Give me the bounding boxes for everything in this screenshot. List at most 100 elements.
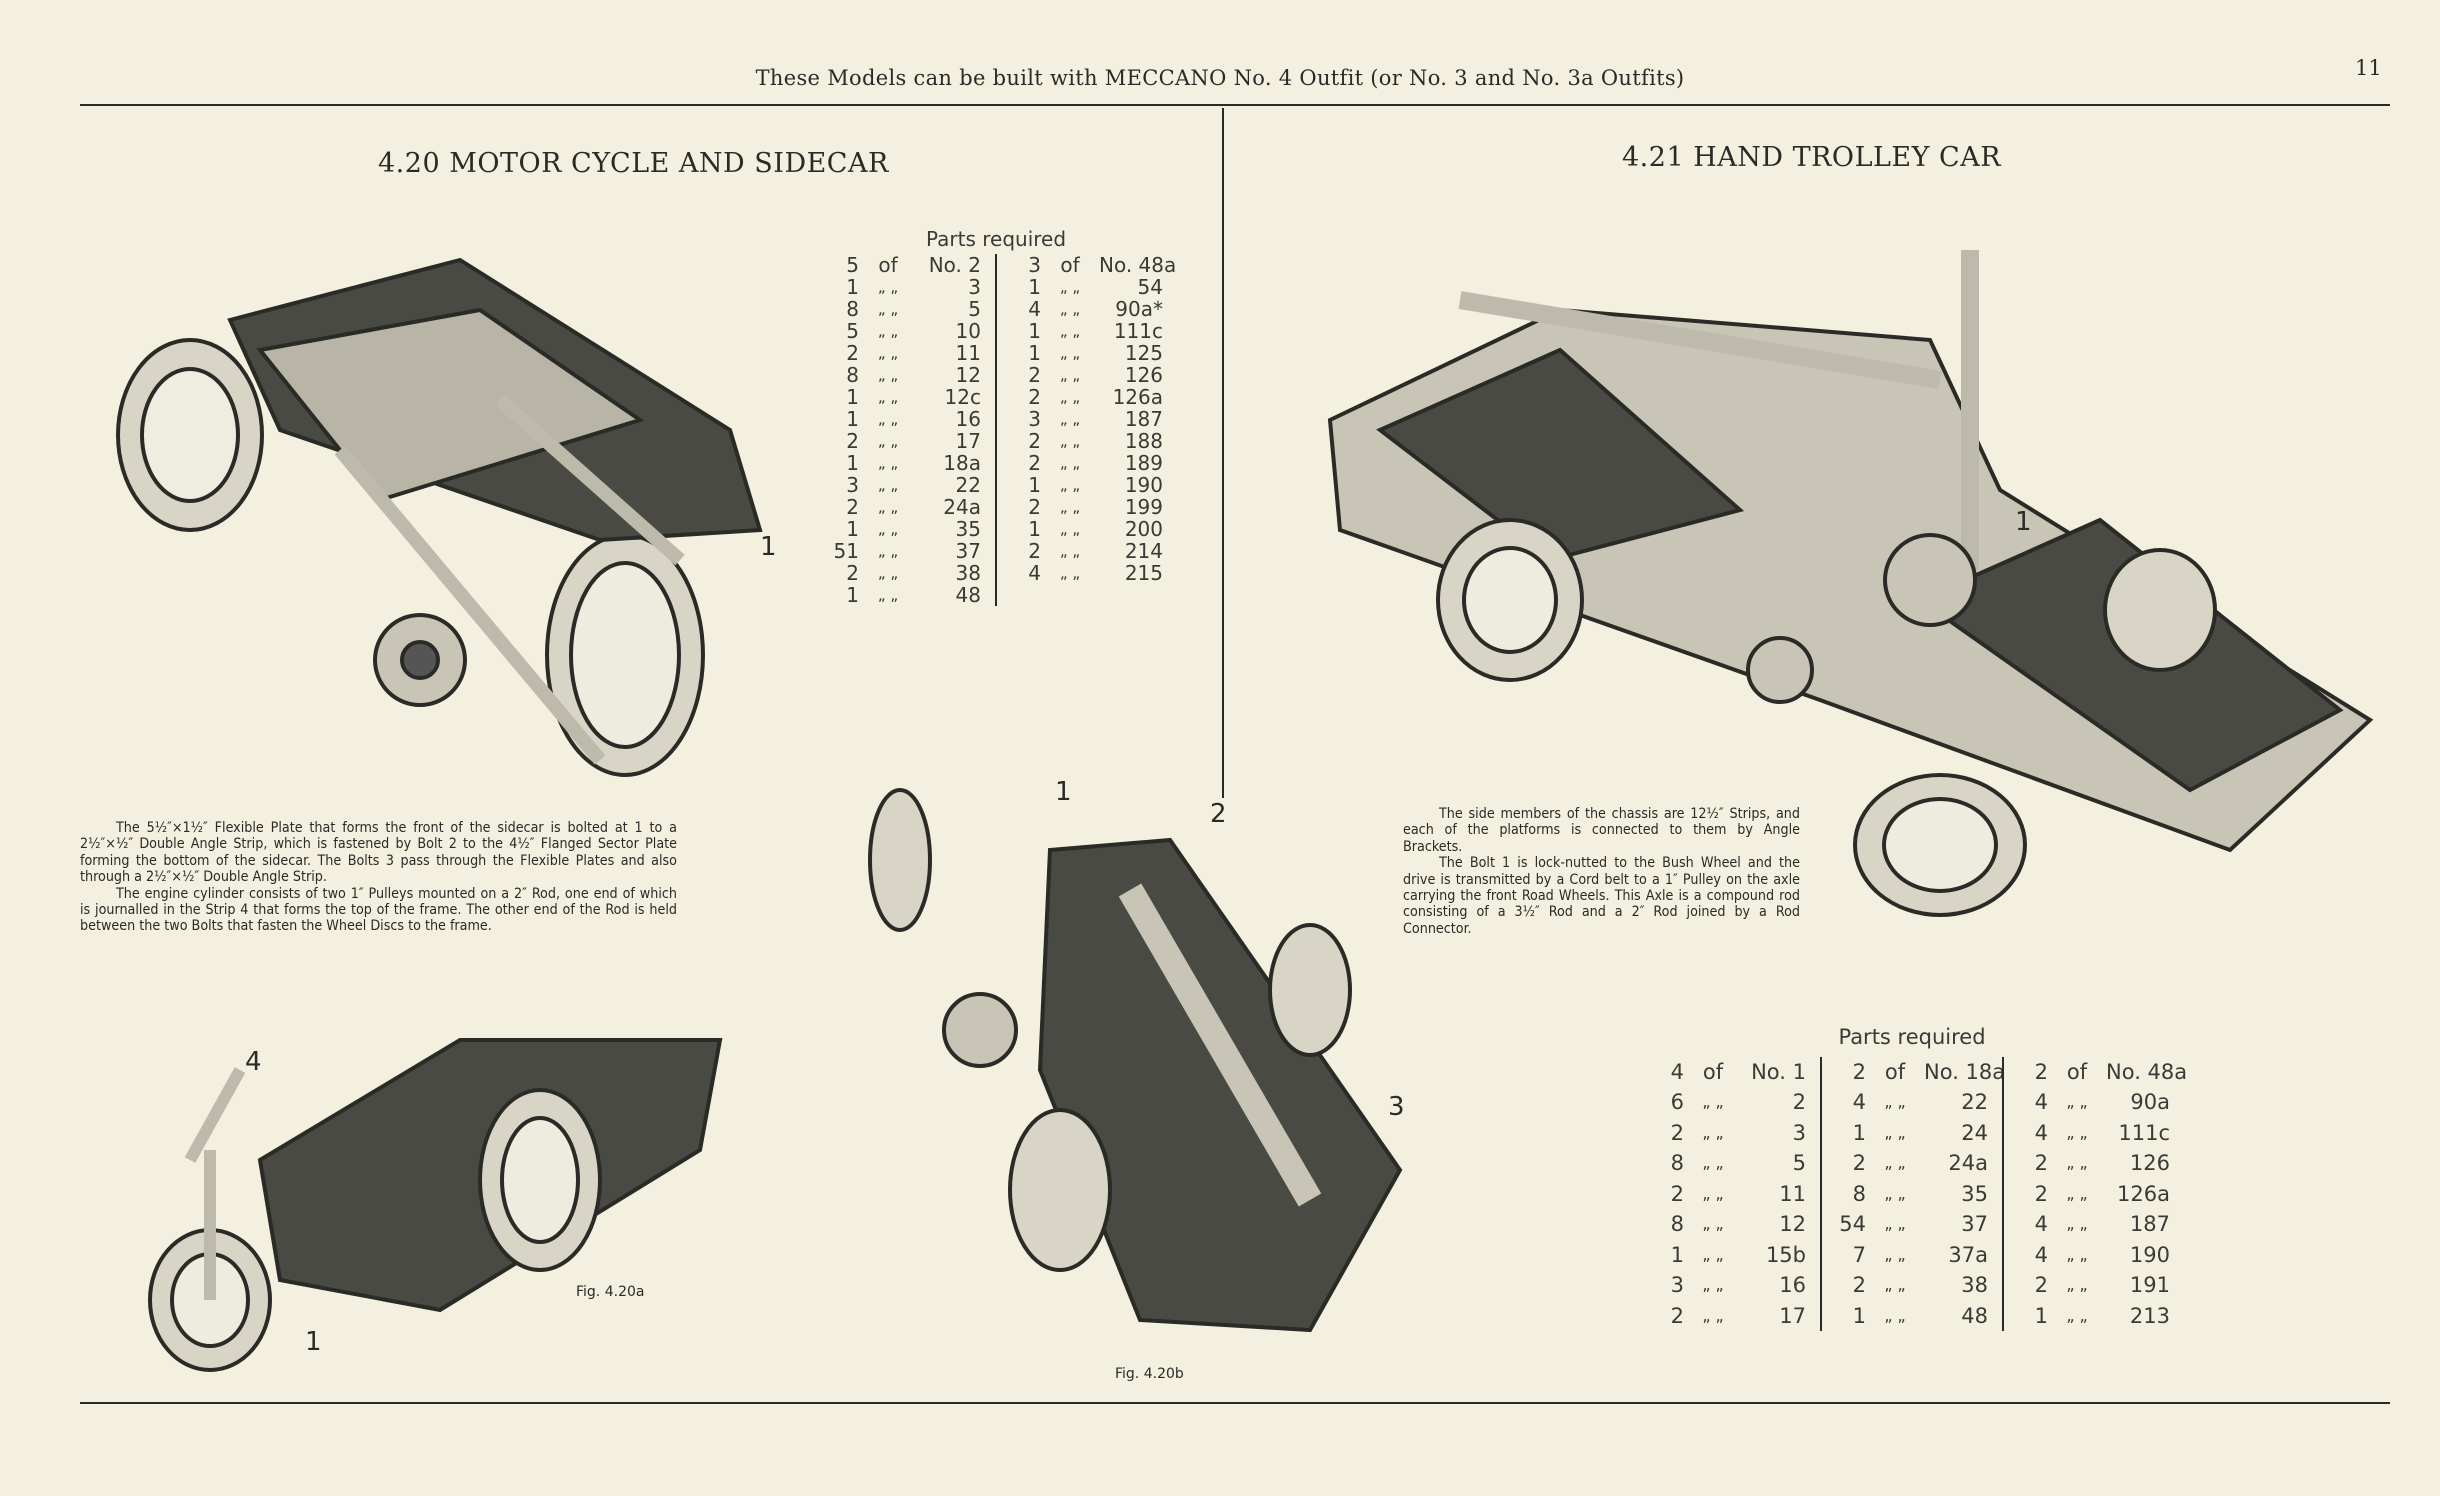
page-header: These Models can be built with MECCANO N… (755, 66, 1685, 90)
part-quantity: 2 (2034, 1181, 2048, 1206)
parts-row: 4„ „190 (2018, 1240, 2170, 1271)
part-quantity: 2 (846, 495, 859, 519)
part-ditto: „ „ (1702, 1153, 1724, 1172)
parts-row: 2„ „3 (1654, 1118, 1806, 1149)
part-quantity: 2 (2034, 1273, 2048, 1297)
part-ditto: „ „ (877, 564, 899, 582)
part-ditto: „ „ (877, 586, 899, 604)
parts-row: 8„ „5 (1654, 1148, 1806, 1179)
part-quantity: 1 (1028, 341, 1041, 365)
parts-row: 2„ „189 (1011, 452, 1163, 474)
parts-row: 1„ „190 (1011, 474, 1163, 496)
part-number: 22 (955, 473, 981, 497)
part-ditto: „ „ (2066, 1183, 2088, 1203)
parts-row: 2„ „17 (1654, 1301, 1806, 1332)
part-ditto: „ „ (1884, 1092, 1906, 1111)
part-ditto: „ „ (877, 454, 899, 472)
part-number: 188 (1124, 429, 1163, 453)
part-ditto: of (1060, 253, 1080, 277)
part-ditto: „ „ (2066, 1122, 2088, 1142)
part-quantity: 1 (1670, 1242, 1684, 1267)
part-quantity: 1 (1028, 275, 1041, 299)
part-number: 11 (1779, 1181, 1806, 1206)
parts-row: 8„ „12 (1654, 1209, 1806, 1240)
callout-1: 1 (2015, 507, 2032, 537)
part-ditto: „ „ (877, 432, 899, 450)
part-number: 24 (1961, 1120, 1988, 1145)
parts-row: 2„ „11 (1654, 1179, 1806, 1210)
part-quantity: 4 (2034, 1242, 2048, 1267)
part-number: 189 (1124, 451, 1163, 475)
part-number: 126a (1112, 385, 1163, 409)
part-quantity: 2 (1852, 1151, 1866, 1175)
callout-1: 1 (305, 1327, 322, 1357)
part-number: 35 (1961, 1181, 1988, 1206)
column-divider (1222, 108, 1224, 798)
part-quantity: 2 (846, 341, 859, 365)
part-ditto: „ „ (1884, 1183, 1906, 1203)
part-number: 214 (1124, 539, 1163, 563)
part-ditto: „ „ (1059, 564, 1081, 582)
part-ditto: „ „ (1884, 1122, 1906, 1142)
part-ditto: „ „ (1884, 1244, 1906, 1264)
part-quantity: 2 (1028, 451, 1041, 475)
part-number: 111c (1113, 319, 1163, 343)
part-quantity: 1 (2034, 1303, 2048, 1328)
part-quantity: 4 (1028, 297, 1041, 321)
part-number: 5 (968, 297, 981, 321)
part-quantity: 3 (1028, 253, 1041, 277)
part-number: 48 (955, 583, 981, 607)
part-quantity: 2 (1028, 539, 1041, 563)
part-quantity: 2 (1852, 1059, 1866, 1084)
part-quantity: 8 (846, 363, 859, 387)
part-number: 35 (955, 517, 981, 541)
part-number: 3 (968, 275, 981, 299)
part-quantity: 2 (1028, 385, 1041, 409)
part-quantity: 1 (846, 407, 859, 431)
description-paragraph: The Bolt 1 is lock-nutted to the Bush Wh… (1403, 855, 1800, 937)
part-ditto: „ „ (877, 410, 899, 428)
part-ditto: „ „ (877, 366, 899, 384)
parts-row: 6„ „2 (1654, 1087, 1806, 1118)
part-number: 126 (2129, 1151, 2170, 1175)
part-ditto: „ „ (1702, 1244, 1724, 1264)
part-ditto: „ „ (1059, 498, 1081, 516)
part-quantity: 2 (2034, 1151, 2048, 1175)
part-quantity: 8 (1852, 1181, 1866, 1206)
parts-row: 5„ „10 (829, 320, 981, 342)
part-number: 90a* (1115, 297, 1163, 321)
part-number: 187 (2129, 1212, 2170, 1236)
part-quantity: 4 (2034, 1090, 2048, 1114)
part-ditto: of (1702, 1059, 1724, 1084)
part-quantity: 1 (846, 385, 859, 409)
part-quantity: 2 (1670, 1303, 1684, 1328)
part-quantity: 1 (1852, 1303, 1866, 1328)
part-ditto: „ „ (2066, 1214, 2088, 1233)
parts-row: 1„ „48 (1836, 1301, 1988, 1332)
part-ditto: „ „ (2066, 1305, 2088, 1325)
part-number: 37 (1961, 1212, 1988, 1236)
part-number: 125 (1124, 341, 1163, 365)
header-rule (80, 104, 2390, 106)
part-quantity: 4 (2034, 1120, 2048, 1145)
part-quantity: 1 (1028, 319, 1041, 343)
part-number: 111c (2118, 1120, 2170, 1145)
motorcycle-illustration: 1 (116, 257, 777, 777)
part-number: No. 2 (928, 253, 981, 277)
parts-row: 8 „ „ 35 (1836, 1179, 1988, 1210)
parts-row: 1„ „200 (1011, 518, 1163, 540)
part-quantity: 3 (846, 473, 859, 497)
parts-row: 1„ „48 (829, 584, 981, 606)
part-number: 5 (1792, 1151, 1806, 1175)
part-ditto: „ „ (1884, 1275, 1906, 1294)
part-ditto: „ „ (1059, 476, 1081, 494)
trolley-illustration: 1 (1327, 250, 2374, 917)
part-ditto: „ „ (1059, 366, 1081, 384)
parts-row: 1 „ „ 125 (1011, 342, 1163, 364)
part-number: 38 (1961, 1273, 1988, 1297)
part-ditto: „ „ (1059, 344, 1081, 362)
